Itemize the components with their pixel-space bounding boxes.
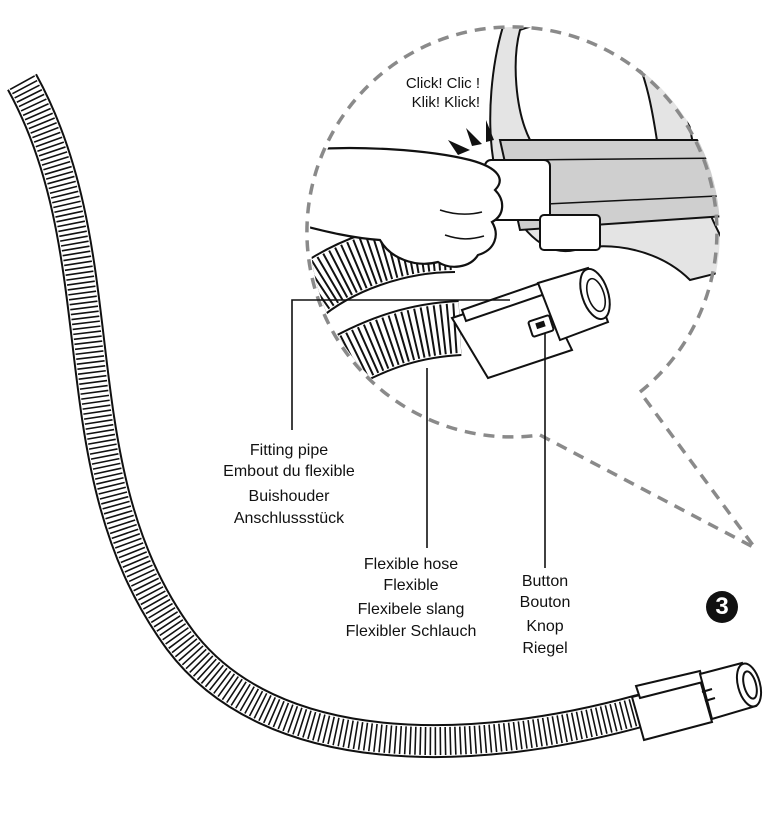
flexible-hose-de: Flexibler Schlauch (345, 623, 477, 640)
flexible-hose-nl: Flexibele slang (357, 601, 465, 618)
step-number-badge: 3 (706, 591, 738, 623)
button-label: Button Bouton Knop Riegel (500, 574, 590, 663)
click-line-2: Klik! Klick! (411, 94, 480, 111)
click-line-1: Click! Clic ! (405, 75, 480, 92)
fitting-pipe-nl: Buishouder (248, 488, 330, 505)
button-de: Riegel (522, 640, 568, 657)
fitting-pipe-label: Fitting pipe Embout du flexible Buishoud… (182, 443, 396, 533)
fitting-pipe-fr: Embout du flexible (223, 463, 355, 480)
flexible-hose-fr: Flexible (383, 577, 439, 594)
flexible-hose-label: Flexible hose Flexible Flexibele slang F… (306, 557, 516, 646)
button-fr: Bouton (519, 594, 571, 611)
fitting-pipe-de: Anschlussstück (233, 510, 345, 527)
leader-lines (291, 299, 546, 568)
hose-long (7, 73, 655, 758)
click-callout: Click! Clic ! Klik! Klick! (376, 76, 480, 114)
hose-end-fitting (630, 661, 763, 742)
flexible-hose-en: Flexible hose (363, 556, 459, 573)
fitting-pipe-en: Fitting pipe (249, 442, 329, 459)
magnifier-outline (305, 25, 757, 550)
click-marks (448, 120, 494, 155)
button-en: Button (521, 573, 569, 590)
magnified-view (310, 27, 720, 395)
button-nl: Knop (526, 618, 564, 635)
